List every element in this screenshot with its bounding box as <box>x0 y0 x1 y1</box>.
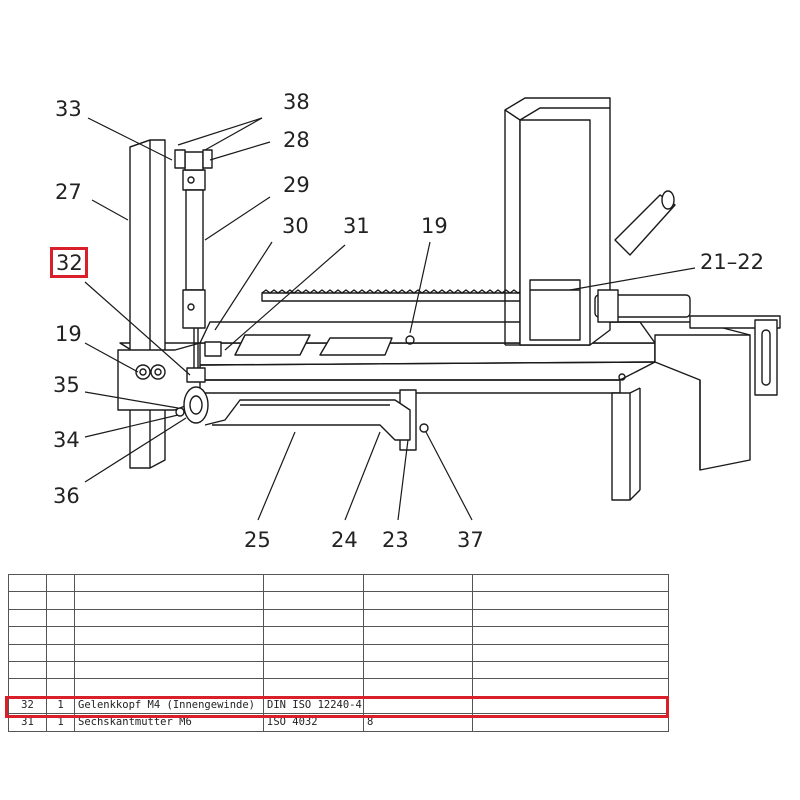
right-tower <box>504 97 611 346</box>
assembly-drawing <box>84 97 781 521</box>
callout-23: 23 <box>382 528 409 552</box>
bom-row-empty <box>8 608 669 628</box>
rack <box>261 289 551 302</box>
cylinder <box>174 149 222 424</box>
bom-row-32-highlight <box>5 696 669 718</box>
callout-31: 31 <box>343 214 370 238</box>
bom-row-empty <box>8 591 669 610</box>
callout-35: 35 <box>53 373 80 397</box>
legs <box>399 387 641 501</box>
callout-38: 38 <box>283 90 310 114</box>
callout-32-highlight <box>50 247 88 278</box>
callout-29: 29 <box>283 173 310 197</box>
callout-21-22: 21–22 <box>700 250 764 274</box>
bom-row-empty <box>8 626 669 645</box>
callout-34: 34 <box>53 428 80 452</box>
right-cylinder <box>594 190 781 396</box>
callout-28: 28 <box>283 128 310 152</box>
rear-housing <box>610 321 751 471</box>
leader-lines <box>84 117 696 521</box>
callout-37: 37 <box>457 528 484 552</box>
bom-row-empty <box>8 573 669 593</box>
callout-36: 36 <box>53 484 80 508</box>
callout-33: 33 <box>55 97 82 121</box>
callout-25: 25 <box>244 528 271 552</box>
linkage <box>204 399 429 441</box>
bom-row-empty <box>8 643 669 662</box>
bom-row-empty <box>8 678 669 697</box>
bom-row-empty <box>8 660 669 680</box>
callout-27: 27 <box>55 180 82 204</box>
callout-19-left: 19 <box>55 322 82 346</box>
callout-32: 32 <box>56 251 83 275</box>
callout-19-top: 19 <box>421 214 448 238</box>
callout-24: 24 <box>331 528 358 552</box>
callout-30: 30 <box>282 214 309 238</box>
